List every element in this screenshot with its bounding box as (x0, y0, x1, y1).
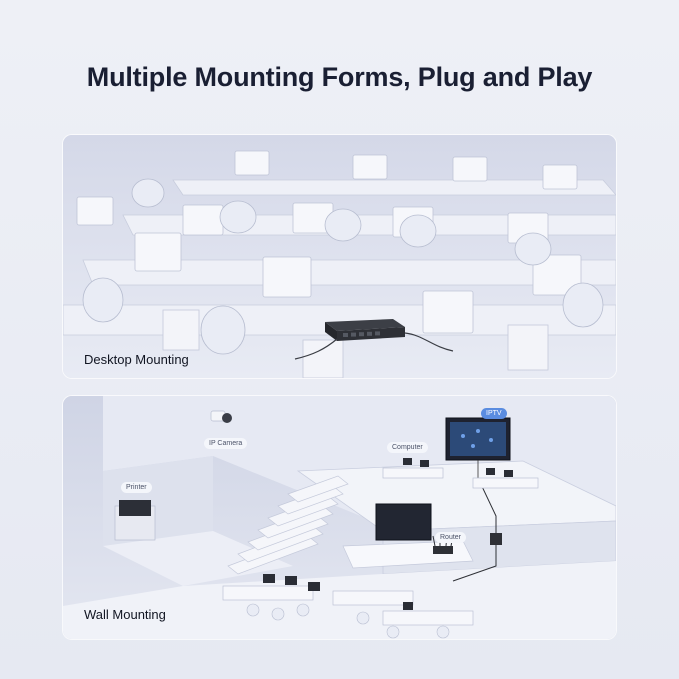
desktop-mounting-label: Desktop Mounting (84, 352, 189, 367)
router-tag: Router (435, 532, 467, 543)
computer-tag: Computer (387, 442, 428, 453)
router-device (433, 546, 453, 554)
ip-camera-device (210, 410, 232, 423)
iptv-screen (445, 417, 511, 478)
printer-tag: Printer (121, 482, 152, 493)
iptv-tag: IPTV (481, 408, 507, 419)
wall-mounting-panel: IP Camera Computer IPTV Printer Router W… (63, 396, 616, 639)
office-desks-illustration (63, 135, 616, 378)
network-switch-device (294, 319, 454, 360)
wall-switch-device (490, 533, 502, 545)
page-title: Multiple Mounting Forms, Plug and Play (86, 62, 593, 92)
display-panel (375, 503, 432, 541)
ip-camera-tag: IP Camera (204, 438, 248, 449)
wall-mounting-label: Wall Mounting (84, 607, 166, 622)
building-cutaway-illustration (63, 396, 616, 639)
desktop-mounting-panel: Desktop Mounting (63, 135, 616, 378)
printer-device (114, 500, 156, 541)
